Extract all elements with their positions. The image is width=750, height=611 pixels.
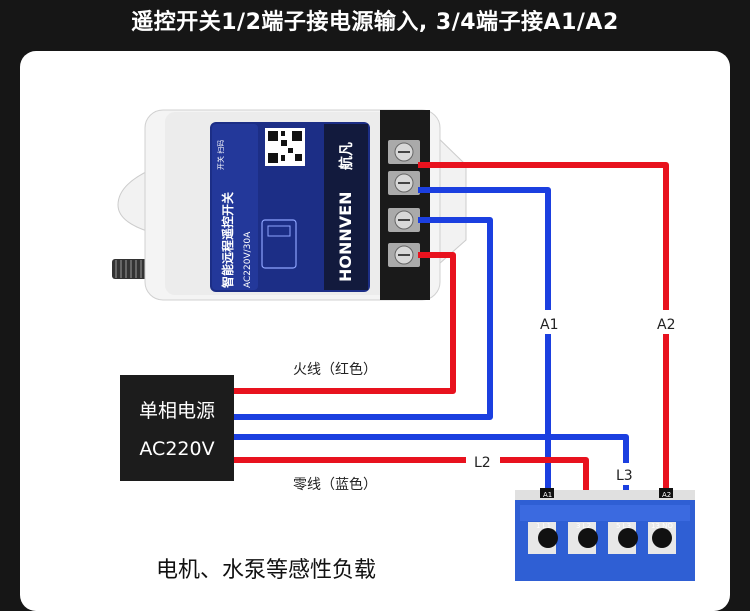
power-supply-voltage: AC220V bbox=[139, 438, 214, 460]
wire-a2 bbox=[418, 162, 669, 492]
label-l3: L3 bbox=[616, 468, 633, 484]
contactor-terminal-no bbox=[652, 528, 672, 548]
terminal-block bbox=[380, 110, 430, 300]
wire-neutral-input bbox=[232, 217, 493, 420]
contactor-a1-label: A1 bbox=[543, 491, 552, 499]
contactor-terminal-l3 bbox=[618, 528, 638, 548]
label-l2: L2 bbox=[474, 455, 491, 471]
wiring-diagram: 智能远程遥控开关 AC220V/30A HONNVEN 航凡 开关 扫码 A1 … bbox=[112, 109, 695, 581]
wire-a1 bbox=[418, 187, 551, 492]
device-product-name: 智能远程遥控开关 bbox=[220, 192, 235, 289]
contactor-label-3: 3 L2 bbox=[576, 522, 591, 530]
contactor-label-13: 13 NO bbox=[651, 522, 673, 530]
device-brand-cn: 航凡 bbox=[338, 142, 355, 170]
label-a1: A1 bbox=[540, 317, 558, 333]
contactor bbox=[515, 488, 695, 581]
power-supply-type: 单相电源 bbox=[139, 400, 215, 422]
label-live: 火线（红色） bbox=[293, 361, 377, 378]
device-rating: AC220V/30A bbox=[243, 231, 253, 288]
wire-live-input bbox=[232, 252, 456, 394]
label-neutral: 零线（蓝色） bbox=[293, 476, 377, 493]
terminal-screws bbox=[388, 140, 420, 267]
contactor-a2-label: A2 bbox=[662, 491, 671, 499]
load-caption: 电机、水泵等感性负载 bbox=[156, 558, 377, 583]
contactor-label-1: 1 L1 bbox=[536, 522, 551, 530]
module-illustration-icon bbox=[261, 219, 297, 269]
contactor-terminal-l1 bbox=[538, 528, 558, 548]
contactor-label-5: 5 L3 bbox=[616, 522, 631, 530]
page-title: 遥控开关1/2端子接电源输入, 3/4端子接A1/A2 bbox=[131, 10, 619, 35]
power-supply-box bbox=[120, 375, 234, 481]
qr-side-label: 开关 扫码 bbox=[216, 140, 225, 170]
label-a2: A2 bbox=[657, 317, 675, 333]
remote-switch-device bbox=[117, 109, 467, 301]
contactor-terminal-l2 bbox=[578, 528, 598, 548]
device-brand: HONNVEN bbox=[336, 192, 355, 282]
